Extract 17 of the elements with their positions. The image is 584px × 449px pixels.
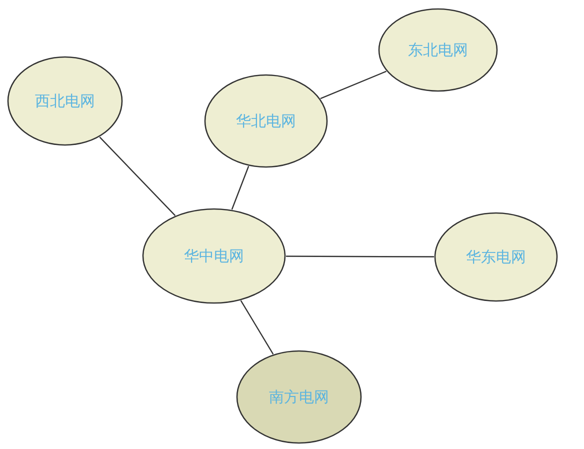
connector-line (286, 256, 434, 258)
grid-ellipse (7, 56, 123, 146)
node-label: 华北电网 (236, 112, 296, 130)
grid-ellipse (204, 74, 328, 168)
node-label: 华中电网 (184, 246, 244, 266)
node-label: 西北电网 (35, 92, 95, 110)
connector-line (320, 70, 387, 100)
grid-ellipse (142, 208, 286, 304)
node-label: 东北电网 (408, 40, 468, 60)
connector-line (231, 166, 250, 210)
grid-ellipse (236, 350, 362, 444)
node-label: 华东电网 (466, 248, 526, 266)
grid-ellipse (434, 212, 558, 302)
node-label: 南方电网 (269, 388, 329, 406)
connector-line (99, 136, 176, 216)
connector-line (240, 300, 274, 354)
grid-ellipse (378, 8, 498, 92)
